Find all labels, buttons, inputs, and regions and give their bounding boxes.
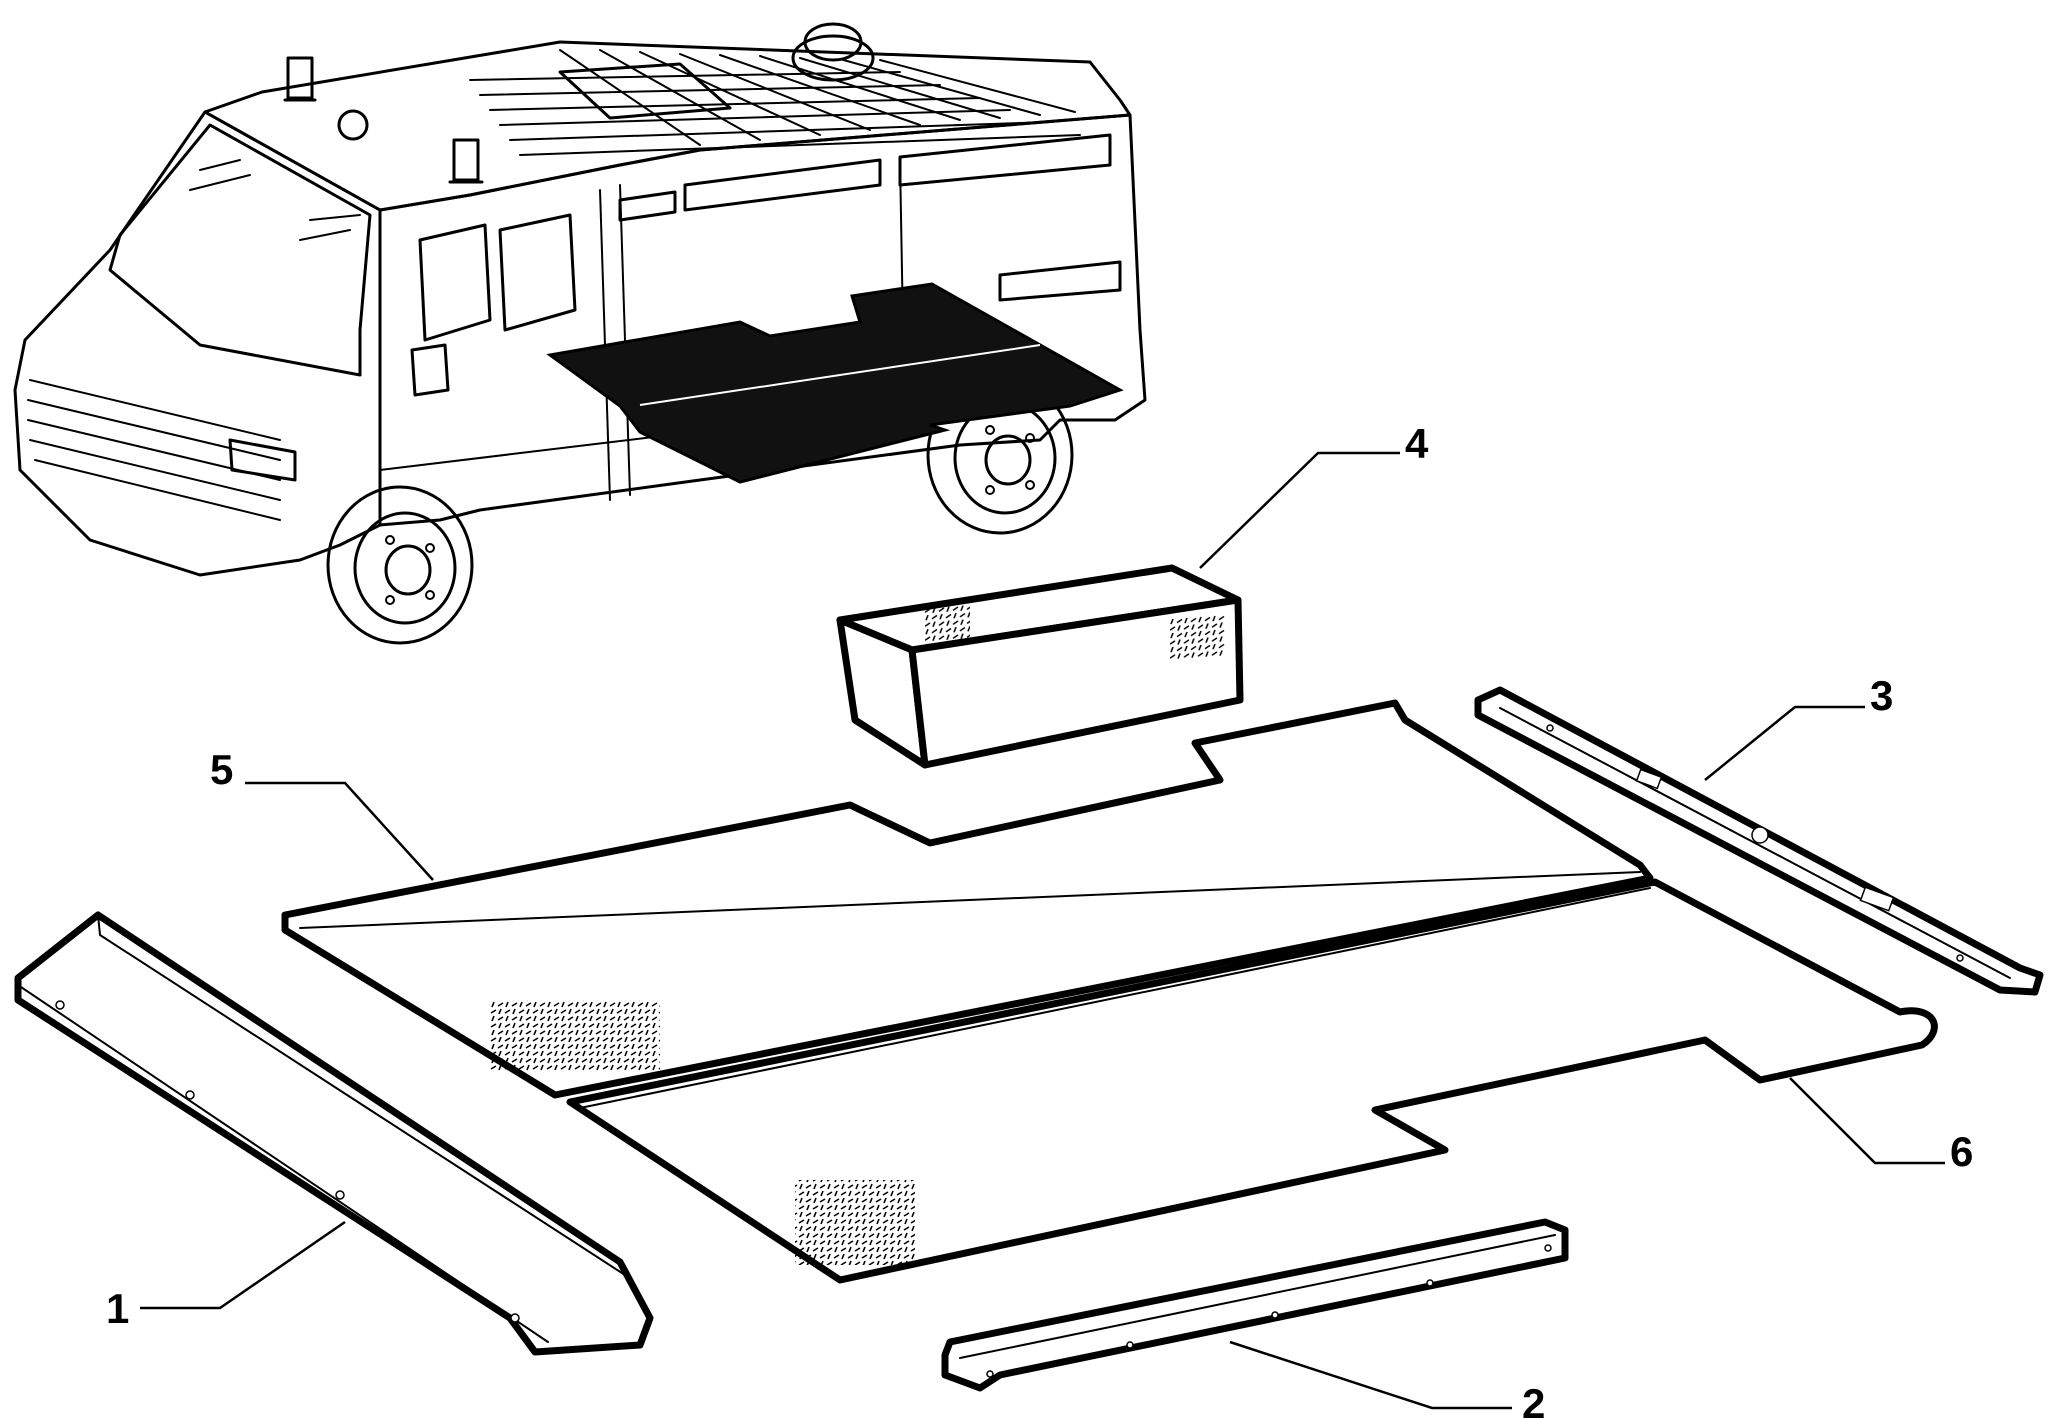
part-5-floor-panel	[281, 699, 1654, 1099]
van-grille	[27, 379, 281, 521]
part-3-side-rail	[1474, 686, 2044, 996]
callout-4: 4	[1405, 420, 1429, 467]
van-illustration	[13, 22, 1147, 645]
van-door-window	[418, 223, 492, 342]
van-roof-dome	[791, 34, 875, 82]
beacon-light-icon	[448, 138, 484, 184]
van-front	[13, 110, 382, 577]
leader-line-1	[140, 1220, 346, 1310]
van-roof-ribs	[469, 49, 1081, 156]
siren-icon	[337, 109, 369, 141]
van-headlight	[228, 438, 297, 482]
angle-trim-left	[14, 911, 654, 1356]
leader-line-5	[245, 781, 434, 881]
leader-lines	[140, 451, 1945, 1410]
part-4-box	[836, 564, 1244, 769]
box-side	[908, 596, 1244, 769]
callout-2: 2	[1522, 1380, 1545, 1418]
callout-3: 3	[1870, 672, 1893, 719]
callout-1: 1	[106, 1285, 129, 1332]
leader-line-3	[1704, 705, 1865, 781]
installed-floor-mat	[546, 282, 1124, 484]
leader-line-4	[1199, 451, 1400, 569]
leader-line-6	[1789, 1077, 1945, 1165]
van-windshield	[108, 123, 372, 377]
leader-line-2	[1229, 1340, 1512, 1410]
beacon-light-icon	[283, 56, 317, 102]
van-roof-hatch	[558, 62, 732, 120]
part-1-angle-trim	[14, 911, 654, 1356]
part-6-floor-panel	[566, 878, 1938, 1284]
callout-5: 5	[210, 746, 233, 793]
van-side-mirror	[410, 343, 450, 397]
angle-trim-bottom	[941, 1218, 1569, 1392]
callout-6: 6	[1950, 1128, 1973, 1175]
van-body-side	[378, 113, 1147, 527]
part-2-angle-trim	[941, 1218, 1569, 1392]
callout-numbers: 1 2 3 4 5 6	[106, 420, 1973, 1418]
van-side-windows	[618, 133, 1122, 302]
front-wheel-icon	[326, 485, 474, 645]
